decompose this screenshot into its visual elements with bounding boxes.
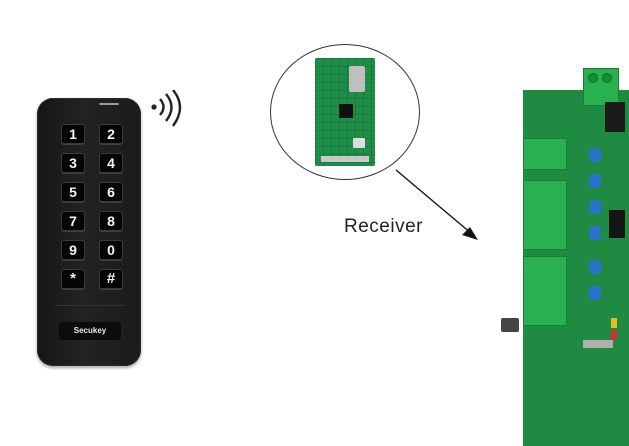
led-yellow: [611, 318, 617, 328]
receiver-chip: [339, 104, 353, 118]
relay-4: [589, 226, 601, 240]
receiver-button: [353, 138, 365, 148]
key-3: 3: [61, 153, 85, 173]
receiver-crystal: [349, 66, 365, 92]
receiver-zoom-circle: [270, 44, 420, 180]
side-connector: [501, 318, 519, 332]
key-hash: #: [99, 269, 123, 289]
board-chip: [609, 210, 625, 238]
led-red: [611, 330, 617, 340]
terminal-block-3: [523, 256, 567, 326]
relay-5: [589, 260, 601, 274]
keypad-grid: 1 2 3 4 5 6 7 8 9 0 * #: [61, 124, 123, 289]
brand-label: Secukey: [59, 322, 121, 340]
receiver-pins: [321, 156, 369, 162]
keypad-divider: [55, 305, 125, 306]
relay-3: [589, 200, 601, 214]
board-ic: [605, 102, 625, 132]
relay-2: [589, 174, 601, 188]
relay-6: [589, 286, 601, 300]
wifi-signal-icon: [151, 90, 182, 127]
terminal-block-2: [523, 180, 567, 250]
controller-board: [501, 68, 629, 446]
jumper-pins: [583, 340, 613, 348]
key-7: 7: [61, 211, 85, 231]
receiver-module-board: [315, 58, 375, 166]
key-4: 4: [99, 153, 123, 173]
key-0: 0: [99, 240, 123, 260]
terminal-block-1: [523, 138, 567, 170]
key-5: 5: [61, 182, 85, 202]
receiver-label: Receiver: [344, 216, 423, 237]
key-9: 9: [61, 240, 85, 260]
key-6: 6: [99, 182, 123, 202]
relay-1: [589, 148, 601, 162]
key-star: *: [61, 269, 85, 289]
key-2: 2: [99, 124, 123, 144]
keypad-reader: 1 2 3 4 5 6 7 8 9 0 * # Secukey: [37, 98, 141, 366]
top-terminal-block: [583, 68, 619, 106]
status-led: [99, 103, 119, 105]
key-8: 8: [99, 211, 123, 231]
key-1: 1: [61, 124, 85, 144]
